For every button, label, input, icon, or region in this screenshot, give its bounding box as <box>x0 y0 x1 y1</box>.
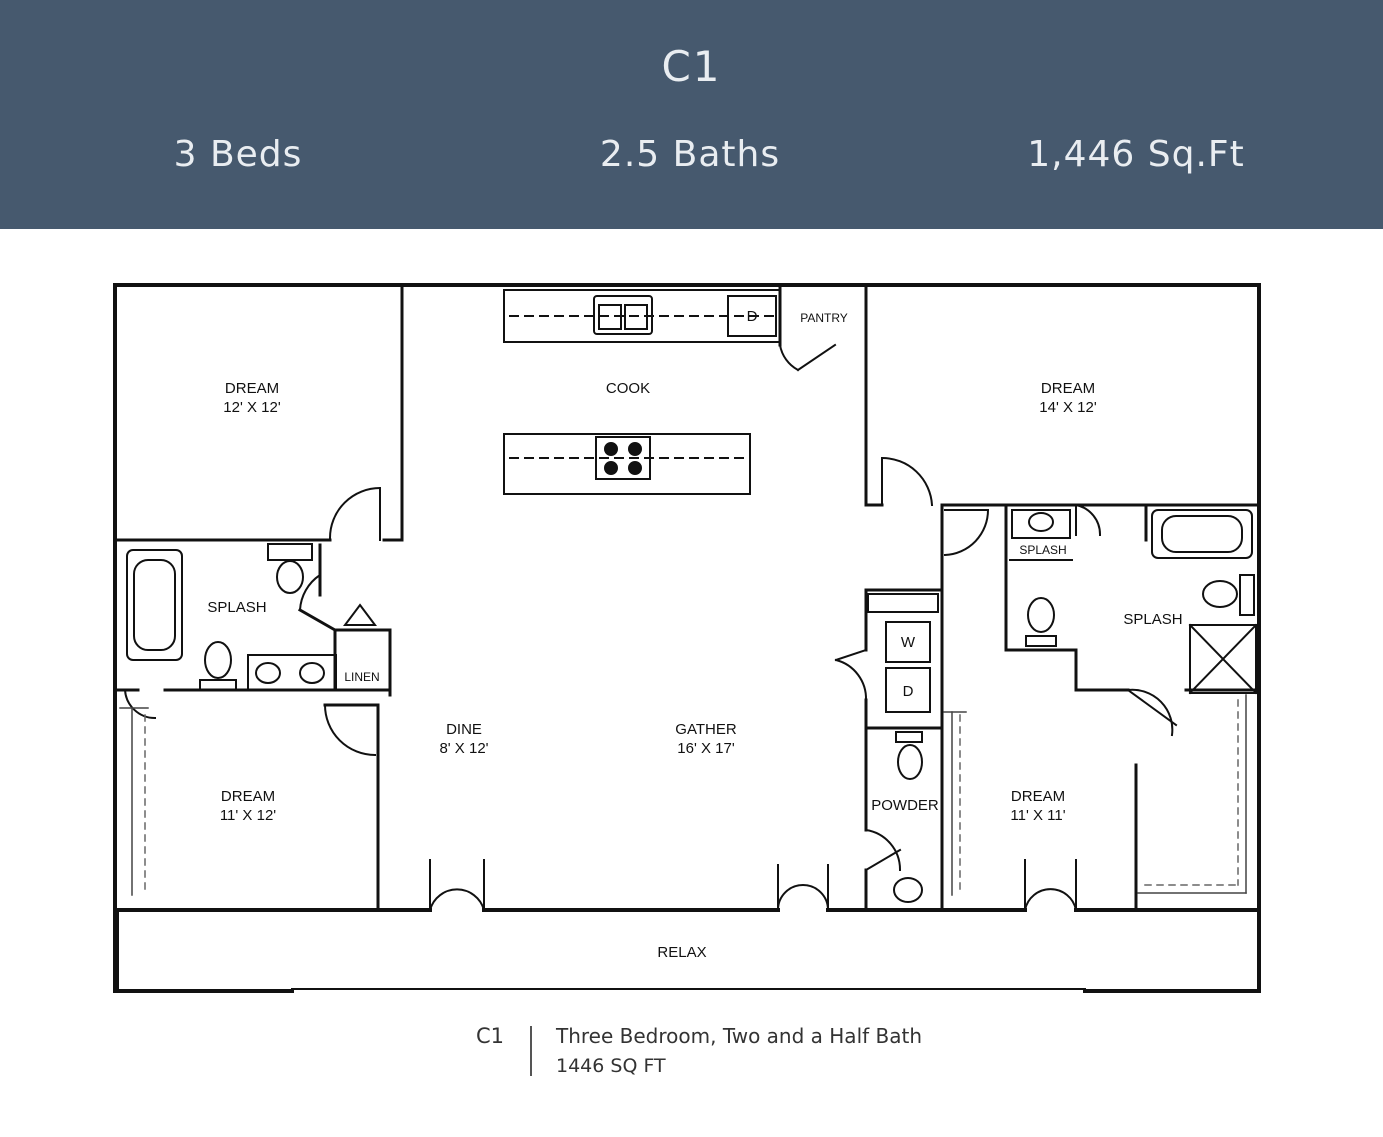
pantry-name: PANTRY <box>800 311 848 325</box>
exterior-walls <box>113 283 1261 993</box>
plan-header: C1 3 Beds 2.5 Baths 1,446 Sq.Ft <box>0 0 1383 229</box>
splash-w-name: SPLASH <box>207 599 266 616</box>
dream-nw-name: DREAM <box>225 380 279 397</box>
dryer-label: D <box>903 683 914 700</box>
powder-name: POWDER <box>871 797 939 814</box>
dream-nw-size: 12' X 12' <box>223 399 281 416</box>
closet-shelves <box>144 699 1239 896</box>
bath-fixtures <box>126 509 1258 903</box>
dream-ne-size: 14' X 12' <box>1039 399 1097 416</box>
baths-count: 2.5 Baths <box>599 134 781 175</box>
dream-sw-name: DREAM <box>221 788 275 805</box>
dream-se-name: DREAM <box>1011 788 1065 805</box>
splash-e-small-name: SPLASH <box>1019 543 1066 557</box>
linen-name: LINEN <box>344 670 379 684</box>
beds-count: 3 Beds <box>173 134 303 175</box>
dream-se-size: 11' X 11' <box>1010 807 1065 824</box>
cook-name: COOK <box>606 380 650 397</box>
dream-ne-name: DREAM <box>1041 380 1095 397</box>
footer-description: Three Bedroom, Two and a Half Bath <box>556 1024 923 1048</box>
kitchen-fixtures <box>503 289 781 495</box>
floor-plan-diagram: DREAM 12' X 12' COOK PANTRY D DREAM 14' … <box>113 283 1261 993</box>
closet-walls <box>119 694 1247 896</box>
interior-walls <box>116 286 1258 912</box>
gather-size: 16' X 17' <box>677 740 735 757</box>
splash-e-name: SPLASH <box>1123 611 1182 628</box>
dishwasher-label: D <box>747 308 758 325</box>
dine-size: 8' X 12' <box>439 740 488 757</box>
gather-name: GATHER <box>675 721 737 738</box>
relax-name: RELAX <box>657 944 706 961</box>
plan-name: C1 <box>661 42 722 91</box>
dream-sw-size: 11' X 12' <box>220 807 276 824</box>
footer-sqft: 1446 SQ FT <box>556 1055 666 1077</box>
footer-plan-code: C1 <box>476 1024 505 1048</box>
door-swings <box>123 343 1178 912</box>
footer-divider <box>530 1026 532 1076</box>
dine-name: DINE <box>446 721 482 738</box>
plan-footer: C1 Three Bedroom, Two and a Half Bath 14… <box>0 1022 1383 1092</box>
square-footage: 1,446 Sq.Ft <box>1027 134 1245 175</box>
washer-label: W <box>901 634 916 651</box>
